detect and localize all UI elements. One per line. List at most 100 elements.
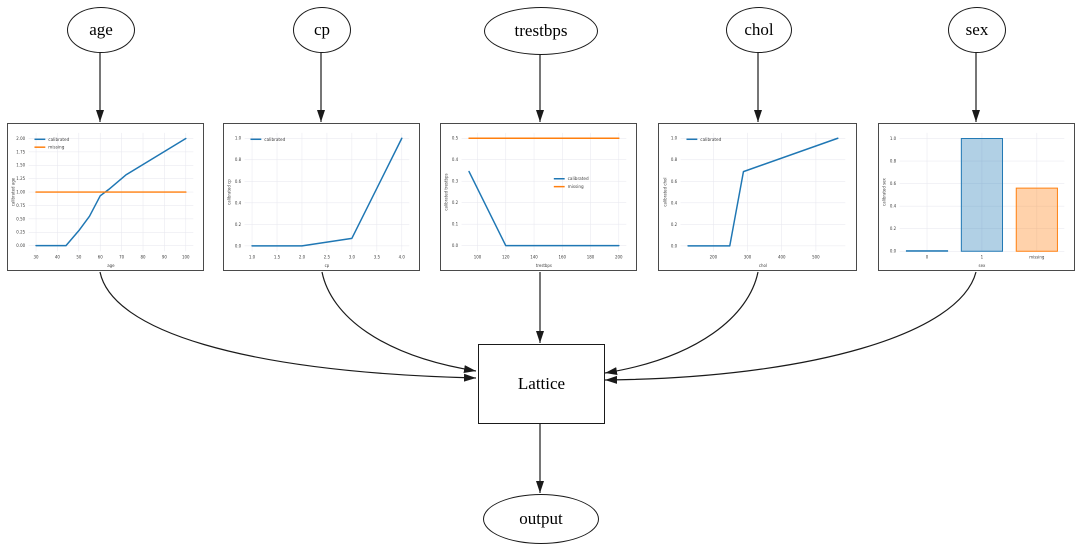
svg-text:60: 60 — [98, 255, 104, 260]
edge-sex-to-lattice — [604, 271, 977, 384]
svg-text:1.5: 1.5 — [274, 255, 281, 260]
svg-text:180: 180 — [587, 255, 595, 260]
edge-age-to-lattice — [99, 271, 477, 382]
calibrator-box-sex: 0 1 missing 0.0 0.2 0.4 0.6 0.8 1.0 sex calibrated… — [878, 123, 1075, 271]
svg-text:0.2: 0.2 — [890, 226, 897, 231]
svg-text:160: 160 — [559, 255, 567, 260]
node-sex: sex — [948, 7, 1006, 53]
calibration-plot-sex: 0 1 missing 0.0 0.2 0.4 0.6 0.8 1.0 sex calibrated… — [881, 132, 1065, 268]
svg-text:70: 70 — [119, 255, 125, 260]
svg-text:1.00: 1.00 — [16, 190, 25, 195]
svg-text:age: age — [107, 263, 115, 268]
svg-text:1.50: 1.50 — [16, 163, 25, 168]
svg-text:0.75: 0.75 — [16, 203, 25, 208]
svg-text:0.4: 0.4 — [671, 200, 678, 205]
node-age-label: age — [89, 20, 113, 39]
svg-text:120: 120 — [502, 255, 510, 260]
svg-text:100: 100 — [474, 255, 482, 260]
svg-text:calibrated trestbps: calibrated trestbps — [443, 173, 448, 210]
svg-text:0.8: 0.8 — [890, 159, 897, 164]
lattice-node: Lattice — [478, 344, 605, 424]
svg-text:0.0: 0.0 — [671, 243, 678, 248]
svg-text:calibrated: calibrated — [264, 137, 285, 142]
svg-text:trestbps: trestbps — [536, 263, 552, 268]
svg-text:1.0: 1.0 — [890, 136, 897, 141]
lattice-label: Lattice — [517, 374, 566, 393]
svg-text:calibrated sex: calibrated sex — [881, 178, 886, 206]
svg-text:2.0: 2.0 — [299, 255, 306, 260]
svg-text:calibrated age: calibrated age — [10, 177, 15, 206]
svg-text:0.4: 0.4 — [235, 200, 242, 205]
svg-text:missing: missing — [568, 184, 584, 189]
svg-text:0.2: 0.2 — [452, 200, 459, 205]
svg-text:0.50: 0.50 — [16, 216, 25, 221]
svg-text:0.6: 0.6 — [235, 179, 242, 184]
svg-text:0.6: 0.6 — [671, 179, 678, 184]
svg-text:0.0: 0.0 — [890, 249, 897, 254]
svg-text:1.0: 1.0 — [671, 136, 678, 141]
svg-text:30: 30 — [34, 255, 40, 260]
svg-text:0.4: 0.4 — [452, 157, 459, 162]
edge-cp-to-lattice — [321, 271, 477, 374]
svg-text:0.8: 0.8 — [671, 157, 678, 162]
svg-text:0.5: 0.5 — [452, 136, 459, 141]
svg-text:calibrated: calibrated — [48, 137, 69, 142]
node-age: age — [67, 7, 135, 53]
node-cp: cp — [293, 7, 351, 53]
svg-text:calibrated: calibrated — [700, 137, 721, 142]
svg-text:missing: missing — [1029, 255, 1045, 260]
calibration-plot-chol: 200 300 400 500 0.0 0.2 0.4 0.6 0.8 1.0 chol calibr… — [662, 132, 846, 268]
svg-text:0.2: 0.2 — [671, 222, 678, 227]
svg-text:sex: sex — [979, 263, 986, 268]
node-output: output — [483, 494, 599, 544]
svg-text:40: 40 — [55, 255, 61, 260]
svg-text:0.0: 0.0 — [452, 243, 459, 248]
svg-text:missing: missing — [48, 145, 64, 150]
svg-text:0.4: 0.4 — [890, 204, 897, 209]
svg-text:calibrated cp: calibrated cp — [226, 179, 231, 205]
node-trestbps: trestbps — [484, 7, 598, 55]
edge-chol-to-lattice — [604, 271, 759, 376]
svg-text:300: 300 — [744, 255, 752, 260]
svg-text:4.0: 4.0 — [399, 255, 406, 260]
svg-text:2.5: 2.5 — [324, 255, 331, 260]
svg-text:0.00: 0.00 — [16, 243, 25, 248]
svg-text:0: 0 — [926, 255, 929, 260]
svg-text:cp: cp — [325, 263, 330, 268]
node-output-label: output — [519, 509, 563, 528]
svg-text:90: 90 — [162, 255, 168, 260]
svg-text:0.3: 0.3 — [452, 179, 459, 184]
svg-text:calibrated: calibrated — [568, 176, 589, 181]
node-trestbps-label: trestbps — [514, 21, 568, 40]
svg-text:200: 200 — [710, 255, 718, 260]
svg-text:0.0: 0.0 — [235, 243, 242, 248]
node-chol-label: chol — [744, 20, 774, 39]
svg-text:0.2: 0.2 — [235, 222, 242, 227]
svg-text:500: 500 — [812, 255, 820, 260]
svg-text:140: 140 — [530, 255, 538, 260]
calibrator-box-chol: 200 300 400 500 0.0 0.2 0.4 0.6 0.8 1.0 chol calibr… — [658, 123, 857, 271]
svg-text:1.0: 1.0 — [235, 136, 242, 141]
svg-text:calibrated chol: calibrated chol — [662, 177, 667, 206]
svg-text:0.25: 0.25 — [16, 230, 25, 235]
svg-text:0.8: 0.8 — [235, 157, 242, 162]
svg-text:50: 50 — [76, 255, 82, 260]
svg-text:chol: chol — [759, 263, 767, 268]
svg-text:2.00: 2.00 — [16, 136, 25, 141]
svg-text:1: 1 — [981, 255, 984, 260]
svg-text:80: 80 — [141, 255, 147, 260]
node-sex-label: sex — [965, 20, 989, 39]
svg-text:100: 100 — [182, 255, 190, 260]
svg-text:3.0: 3.0 — [349, 255, 356, 260]
svg-text:0.6: 0.6 — [890, 181, 897, 186]
svg-text:400: 400 — [778, 255, 786, 260]
svg-text:1.0: 1.0 — [249, 255, 256, 260]
